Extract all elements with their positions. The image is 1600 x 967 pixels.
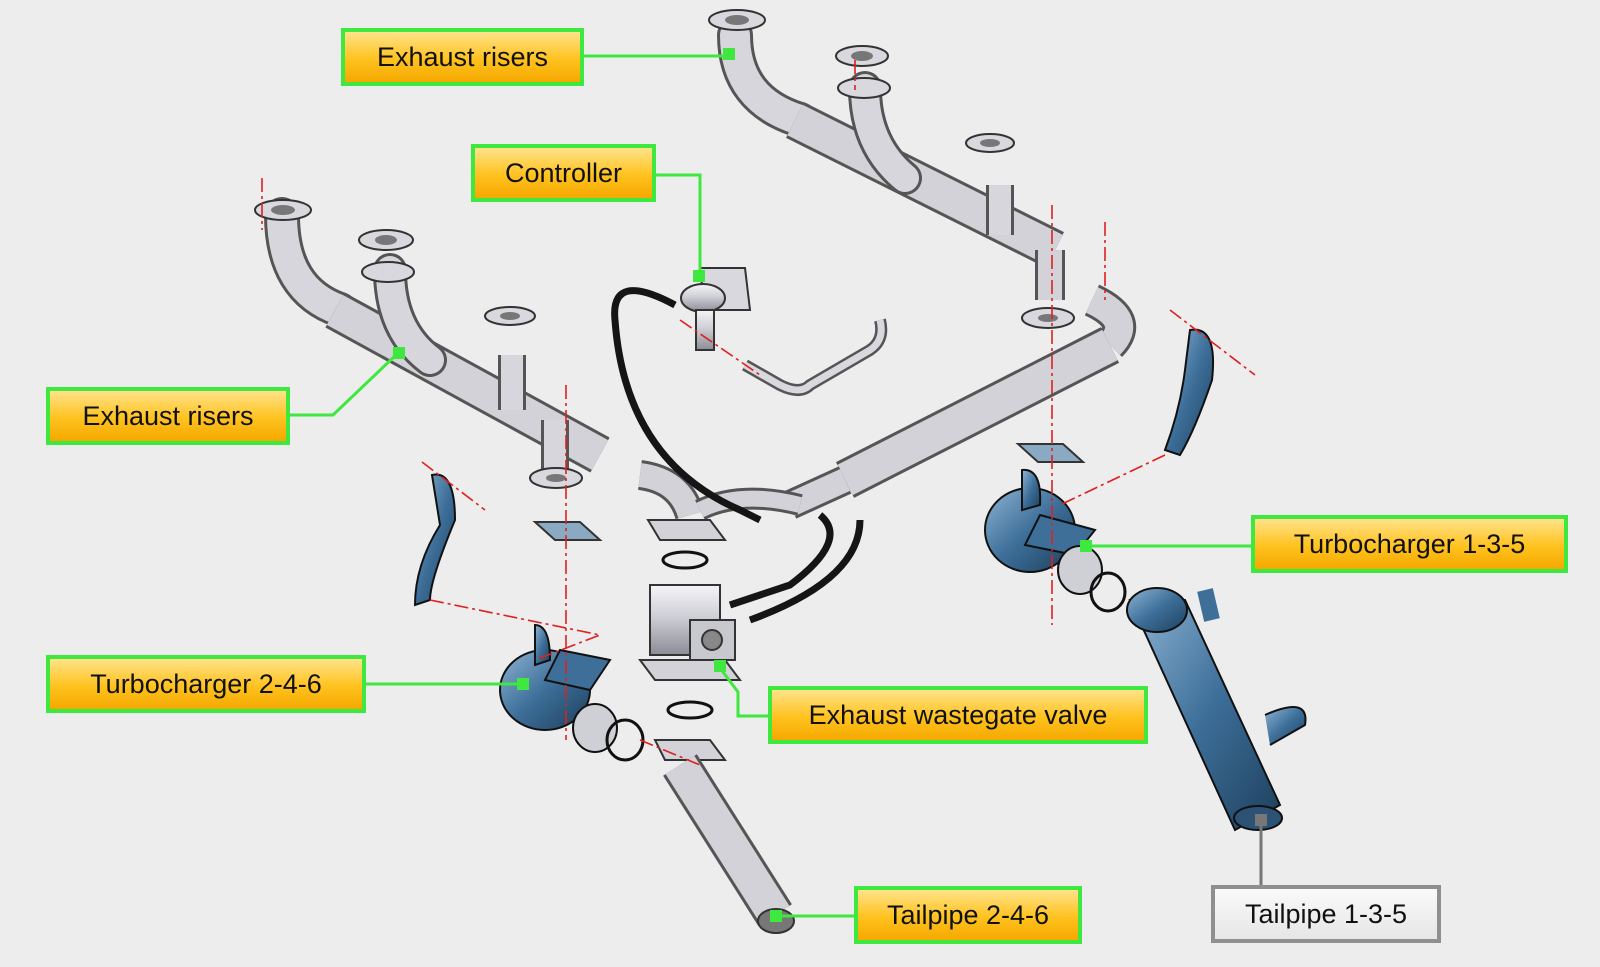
tailpipe-135-part (1126, 587, 1307, 832)
label-turbocharger-135: Turbocharger 1-3-5 (1251, 515, 1568, 573)
label-exhaust-wastegate-valve: Exhaust wastegate valve (768, 686, 1148, 744)
upper-exhaust-manifold (708, 9, 1137, 519)
turbocharger-246-part (413, 473, 645, 762)
label-exhaust-risers-top: Exhaust risers (341, 28, 584, 86)
label-turbocharger-246: Turbocharger 2-4-6 (46, 655, 366, 713)
label-exhaust-risers-left: Exhaust risers (46, 387, 290, 445)
label-tailpipe-135: Tailpipe 1-3-5 (1211, 885, 1441, 943)
gray-leader (1255, 814, 1267, 885)
label-controller: Controller (471, 144, 656, 202)
left-exhaust-manifold (254, 197, 1086, 541)
wastegate-valve (638, 519, 742, 761)
leader-end-markers (393, 48, 1092, 922)
controller-assembly (611, 267, 888, 624)
alignment-centerlines (261, 60, 1256, 766)
label-tailpipe-246: Tailpipe 2-4-6 (854, 886, 1082, 944)
callout-leaders (290, 54, 1251, 918)
tailpipe-246-part (663, 754, 795, 934)
